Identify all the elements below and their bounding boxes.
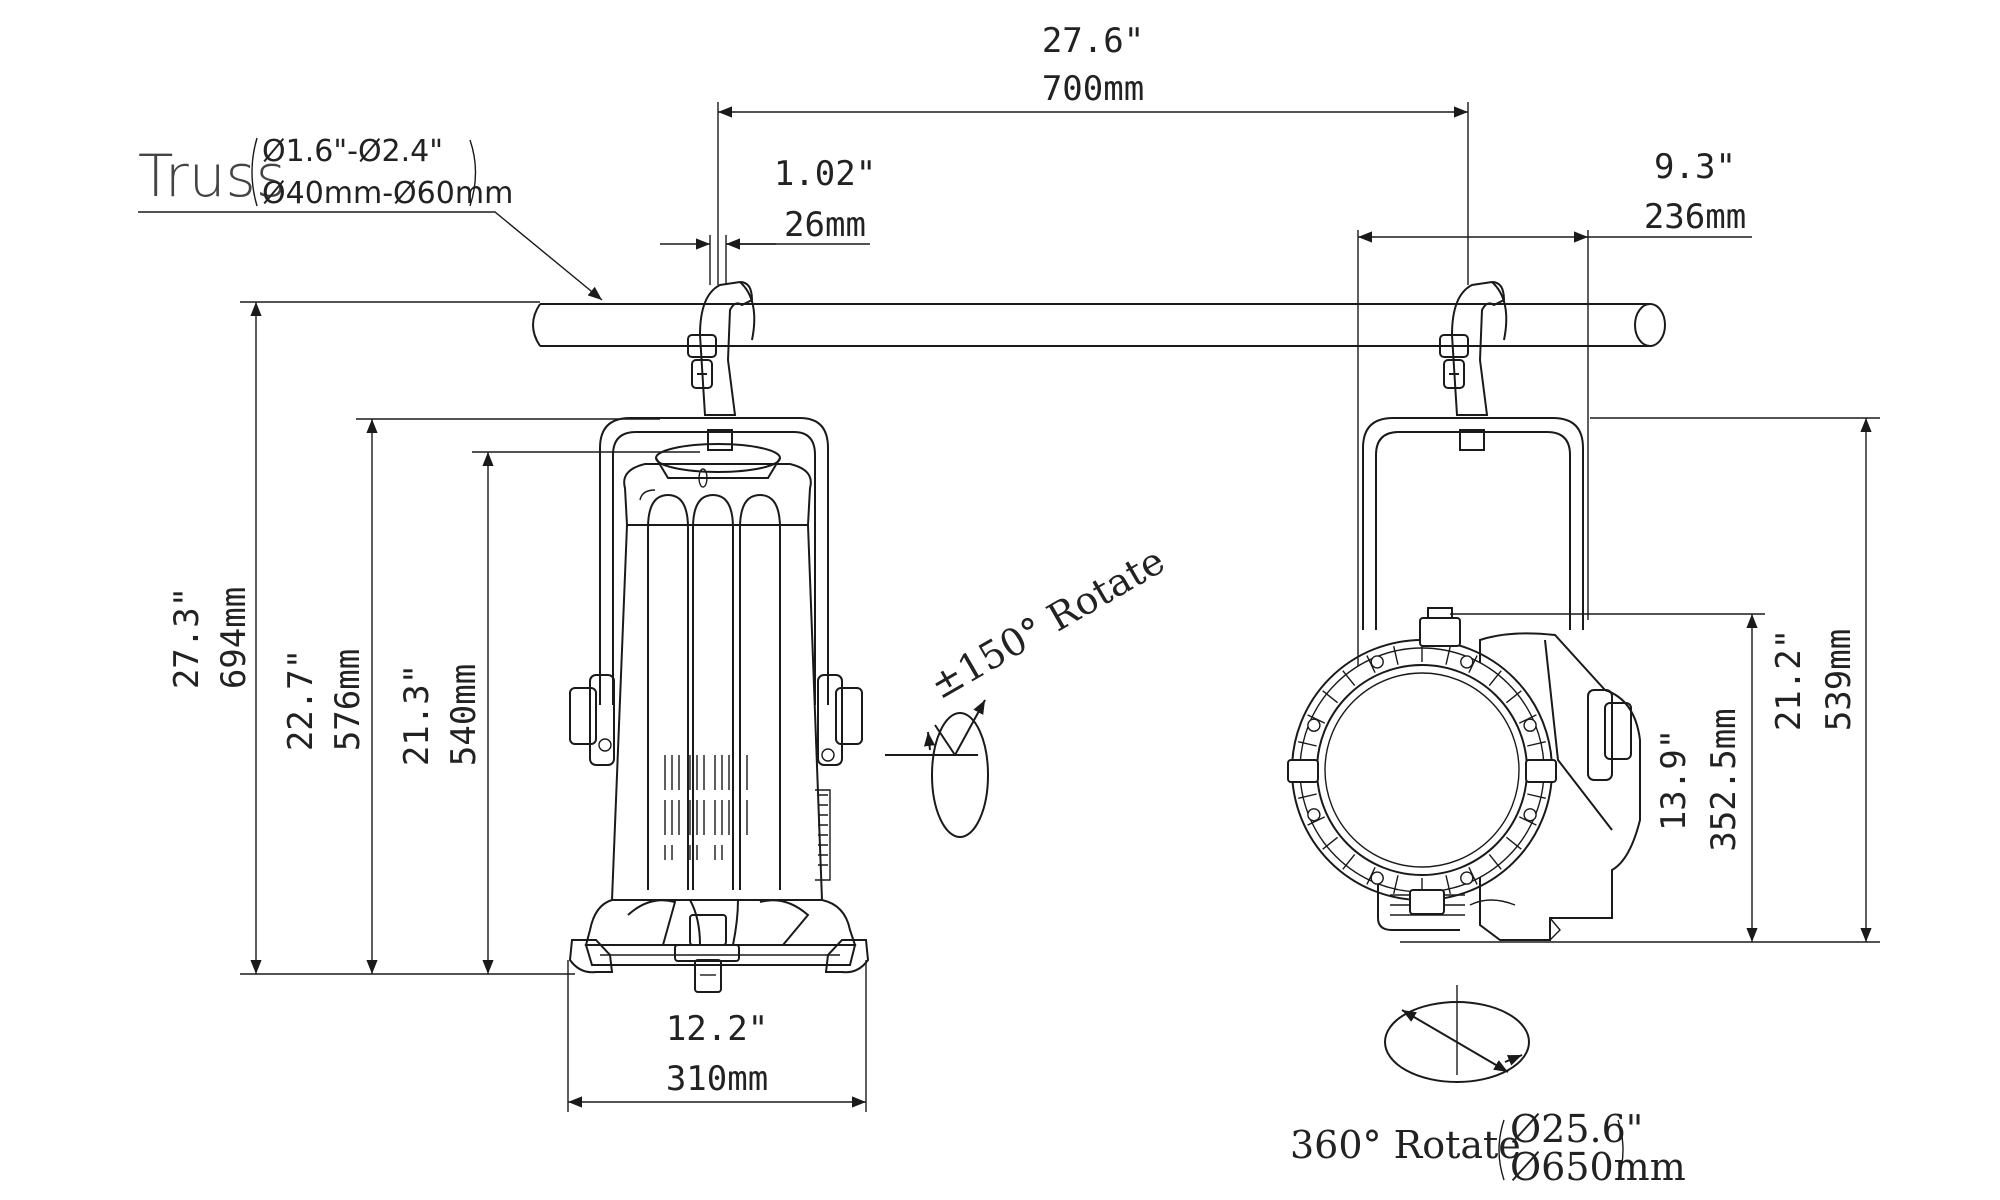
side-tilt-knob [1587,689,1632,781]
base-width-inch: 12.2" [666,1009,768,1049]
side-depth-inch: 9.3" [1654,147,1736,187]
lens-ring-tooth [1393,875,1399,894]
lens-ring-tooth [1342,670,1356,687]
lens-ring-tooth [1322,690,1339,704]
dim-total-height: 27.3" 694mm [167,301,575,975]
side-clamp [1439,280,1508,451]
truss-label-text: Truss [138,142,286,210]
front-view-luminaire [568,280,870,993]
lens-ring-tooth [1505,836,1522,850]
tilt-rotation-symbol: ±150° Rotate [885,538,1172,838]
lens-ring-tooth [1527,793,1546,799]
dim-side-height: 21.2" 539mm [1590,417,1880,943]
clamp-width-inch: 1.02" [774,154,876,194]
tilt-knob-right [817,674,863,766]
truss-label: Truss Ø1.6"-Ø2.4" Ø40mm-Ø60mm [138,134,603,301]
truss-inch-range: Ø1.6"-Ø2.4" [262,134,443,169]
lens-ring-bolt [1370,871,1384,885]
lens-ring-bolt [1370,655,1384,669]
lens-ring-tooth [1445,646,1451,665]
dim-clamp-spacing: 27.6" 700mm [717,21,1469,285]
side-depth-mm: 236mm [1644,197,1746,237]
lens-ring-tooth [1342,853,1356,870]
total-height-inch: 27.3" [167,587,207,689]
lens-ring-bolt [1460,871,1474,885]
lens-ring-bolt [1307,808,1321,822]
lens-ring-bolt [1523,808,1537,822]
lens-ring-tooth [1393,646,1399,665]
tilt-knob-left [569,674,615,766]
pan-rotation-symbol: 360° Rotate Ø25.6" Ø650mm [1290,985,1686,1189]
side-view-luminaire [1287,280,1641,941]
front-vents [664,755,748,860]
lens-ring-tooth [1488,670,1502,687]
dim-body-height: 21.3" 540mm [397,451,700,974]
lens-height-mm: 352.5mm [1704,708,1744,851]
lens-ring-tooth [1488,853,1502,870]
base-width-mm: 310mm [666,1059,768,1099]
yoke-height-inch: 22.7" [281,649,321,751]
lens-ring-bolt [1307,718,1321,732]
yoke-height-mm: 576mm [328,649,368,751]
side-height-mm: 539mm [1819,629,1859,731]
dim-lens-height: 13.9" 352.5mm [1400,613,1765,943]
lens-ring-tooth [1298,741,1317,747]
clamp-width-mm: 26mm [784,205,866,245]
lens-ring-tooth [1527,741,1546,747]
lens-ring-tooth [1322,836,1339,850]
lens-ring-bolts [1307,655,1537,885]
pan-diameter-mm: Ø650mm [1510,1145,1686,1189]
clamp-spacing-mm: 700mm [1042,69,1144,109]
tilt-rotate-label: ±150° Rotate [923,538,1172,707]
dim-clamp-width: 1.02" 26mm [660,154,876,285]
lens-ring-bolt [1460,655,1474,669]
truss-pipe [532,303,1666,347]
lens-ring-bolt [1523,718,1537,732]
side-height-inch: 21.2" [1769,629,1809,731]
body-height-mm: 540mm [444,664,484,766]
lens-ring-tooth [1445,875,1451,894]
dim-base-width: 12.2" 310mm [567,960,867,1112]
lens-ring-tooth [1505,690,1522,704]
clamp-spacing-inch: 27.6" [1042,21,1144,61]
front-clamp [687,280,756,451]
lens-ring-tooth [1298,793,1317,799]
lens-height-inch: 13.9" [1654,729,1694,831]
total-height-mm: 694mm [214,587,254,689]
dim-yoke-height: 22.7" 576mm [281,418,660,974]
body-height-inch: 21.3" [397,664,437,766]
truss-mm-range: Ø40mm-Ø60mm [262,176,513,211]
pan-rotate-label: 360° Rotate [1290,1123,1521,1167]
